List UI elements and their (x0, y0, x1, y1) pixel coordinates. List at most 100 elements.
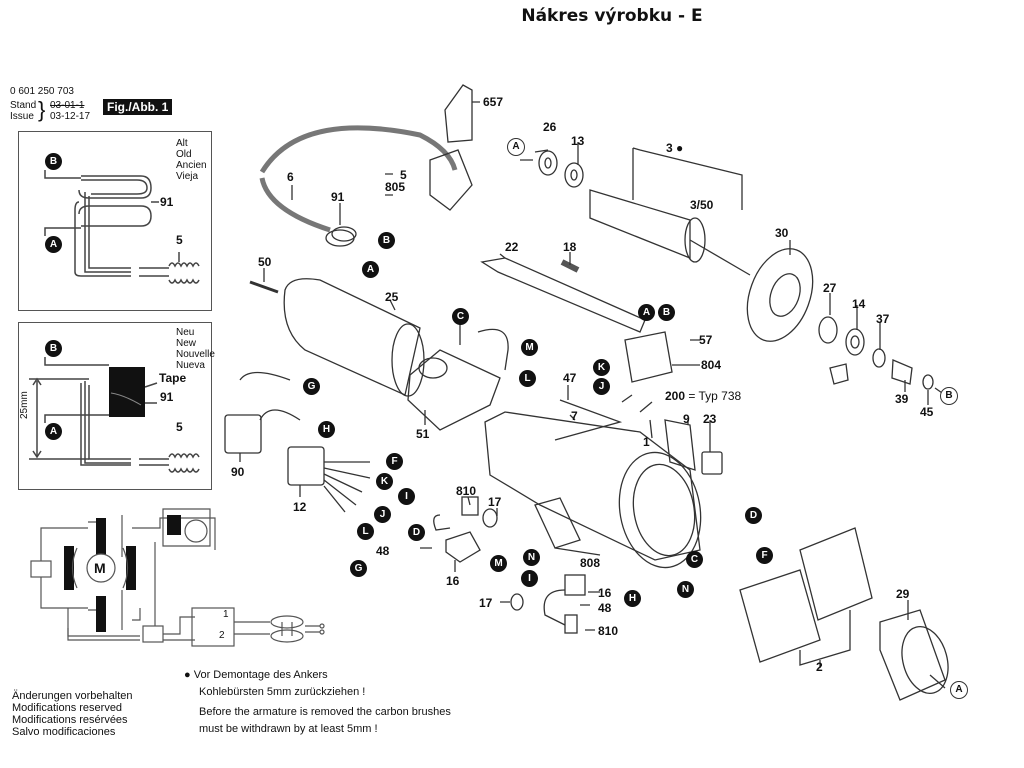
part-label-7: 7 (571, 409, 578, 423)
part-label-17-left: 17 (488, 495, 502, 509)
connector-k: K (376, 473, 393, 490)
inset-new: Neu New Nouvelle Nueva B A Tape 91 5 25m… (18, 322, 215, 490)
part-label-45: 45 (920, 405, 934, 419)
part-91-label: 91 (160, 390, 174, 404)
page-title: Nákres výrobku - E (521, 6, 703, 26)
part-label-30: 30 (775, 226, 789, 240)
connector-b-switch: B (658, 304, 675, 321)
armature-warning: ● Vor Demontage des Ankers Kohlebürsten … (184, 669, 451, 735)
coil-old-drawing (44, 170, 200, 284)
connector-a-switch: A (638, 304, 655, 321)
connector-a-outline-nose: A (950, 681, 968, 699)
connector-a-badge: A (45, 236, 62, 253)
part-label-22: 22 (505, 240, 519, 254)
connector-l: L (519, 370, 536, 387)
part-label-18: 18 (563, 240, 577, 254)
connector-c-coil: C (686, 551, 703, 568)
connector-i-lower: I (521, 570, 538, 587)
issue-label: Issue (10, 111, 34, 122)
part-label-657: 657 (483, 95, 504, 109)
connector-l-lower: L (357, 523, 374, 540)
connector-h: H (318, 421, 335, 438)
part-label-5: 5 (400, 168, 407, 182)
connector-d-coil: D (745, 507, 762, 524)
part-label-1: 1 (643, 435, 650, 449)
part-label-3-50: 3/50 (690, 198, 714, 212)
part-label-51: 51 (416, 427, 430, 441)
connector-j-switch: J (593, 378, 610, 395)
connector-b-outline: B (940, 387, 958, 405)
issue-value: 03-12-17 (50, 111, 91, 122)
part-number: 0 601 250 703 (10, 86, 74, 97)
part-label-804: 804 (701, 358, 722, 372)
connector-c: C (452, 308, 469, 325)
coil-new-drawing (29, 357, 200, 473)
lang-new: Neu New Nouvelle Nueva (176, 327, 215, 371)
part-label-47: 47 (563, 371, 577, 385)
bullet-icon: ● (184, 669, 191, 681)
connector-a: A (362, 261, 379, 278)
part-label-805: 805 (385, 180, 406, 194)
part-label-27: 27 (823, 281, 837, 295)
tape-label: Tape (159, 371, 187, 385)
part-label-810-right: 810 (598, 624, 619, 638)
part-label-57: 57 (699, 333, 713, 347)
part-label-90: 90 (231, 465, 245, 479)
part-label-17-right: 17 (479, 596, 493, 610)
part-label-810-left: 810 (456, 484, 477, 498)
part-label-29: 29 (896, 587, 910, 601)
connector-k-switch: K (593, 359, 610, 376)
connector-a-badge: A (45, 423, 62, 440)
connector-g-lower: G (350, 560, 367, 577)
connector-n: N (523, 549, 540, 566)
part-5-label: 5 (176, 233, 183, 247)
part-label-91: 91 (331, 190, 345, 204)
part-label-16-left: 16 (446, 574, 460, 588)
part-label-6: 6 (287, 170, 294, 184)
motor-label: M (94, 560, 106, 576)
connector-a-outline: A (507, 138, 525, 156)
part-label-25: 25 (385, 290, 399, 304)
connector-m: M (521, 339, 538, 356)
connector-b: B (378, 232, 395, 249)
switch-label-2: 2 (219, 630, 225, 641)
brace: } (38, 97, 46, 122)
part-label-26: 26 (543, 120, 557, 134)
modifications-note: Änderungen vorbehalten Modifications res… (12, 690, 133, 738)
connector-m-lower: M (490, 555, 507, 572)
connector-n-coil: N (677, 581, 694, 598)
part-label-48-left: 48 (376, 544, 390, 558)
stand-value: 03-01-1 (50, 100, 85, 111)
part-5-label: 5 (176, 420, 183, 434)
connector-j: J (374, 506, 391, 523)
part-label-13: 13 (571, 134, 585, 148)
part-label-9: 9 (683, 412, 690, 426)
part-label-23: 23 (703, 412, 717, 426)
part-label-2: 2 (816, 660, 823, 674)
part-label-14: 14 (852, 297, 866, 311)
part-91-label: 91 (160, 195, 174, 209)
part-label-16-right: 16 (598, 586, 612, 600)
figure-badge: Fig./Abb. 1 (103, 99, 173, 115)
part-label-50: 50 (258, 255, 272, 269)
part-label-808: 808 (580, 556, 601, 570)
part-label-37: 37 (876, 312, 890, 326)
part-label-48-right: 48 (598, 601, 612, 615)
connector-d: D (408, 524, 425, 541)
inset-old: Alt Old Ancien Vieja B A 91 5 (18, 131, 212, 311)
connector-b-badge: B (45, 153, 62, 170)
connector-h-lower: H (624, 590, 641, 607)
typ-callout: 200 = Typ 738 (665, 389, 742, 403)
connector-i: I (398, 488, 415, 505)
connector-f-coil: F (756, 547, 773, 564)
part-label-3: 3 ● (666, 141, 684, 155)
connector-f: F (386, 453, 403, 470)
lang-old: Alt Old Ancien Vieja (176, 138, 207, 182)
stand-label: Stand (10, 100, 37, 111)
dimension-label: 25mm (19, 391, 30, 419)
connector-g: G (303, 378, 320, 395)
part-label-12: 12 (293, 500, 307, 514)
connector-b-badge: B (45, 340, 62, 357)
switch-label-1: 1 (223, 609, 229, 620)
part-label-39: 39 (895, 392, 909, 406)
